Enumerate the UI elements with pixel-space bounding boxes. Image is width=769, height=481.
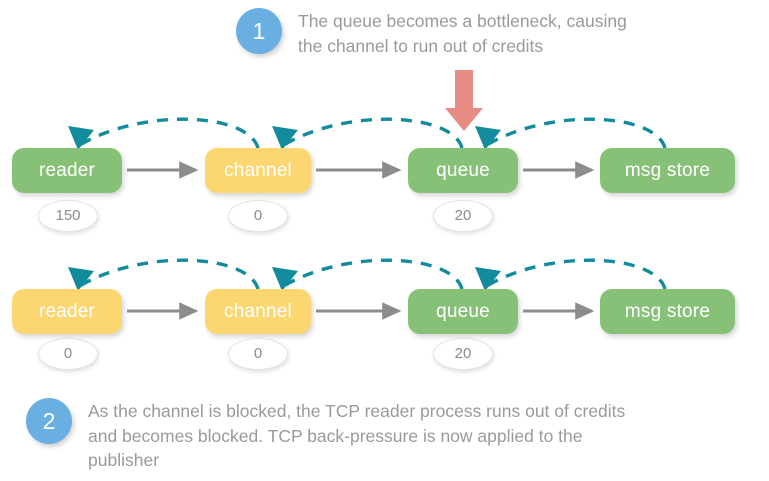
- credit-row1-reader: 150: [38, 200, 98, 232]
- step-2-badge: 2: [26, 398, 72, 444]
- node-row2-reader[interactable]: reader: [12, 289, 122, 334]
- row1-credit-arcs: [77, 117, 667, 149]
- node-row2-queue[interactable]: queue: [408, 289, 518, 334]
- node-row1-msg-store[interactable]: msg store: [600, 148, 735, 193]
- node-row1-reader[interactable]: reader: [12, 148, 122, 193]
- node-row1-queue[interactable]: queue: [408, 148, 518, 193]
- credit-row1-queue: 20: [433, 200, 493, 232]
- credit-row2-reader: 0: [38, 338, 98, 370]
- step-1-text: The queue becomes a bottleneck, causing …: [298, 11, 627, 56]
- node-row1-channel[interactable]: channel: [205, 148, 311, 193]
- step-2: 2 As the channel is blocked, the TCP rea…: [26, 398, 625, 473]
- credit-row2-channel: 0: [228, 338, 288, 370]
- credit-row1-channel: 0: [228, 200, 288, 232]
- row2-credit-arcs: [77, 258, 667, 290]
- credit-row2-queue: 20: [433, 338, 493, 370]
- step-2-text: As the channel is blocked, the TCP reade…: [88, 401, 626, 470]
- row2-credit-arrowheads: [68, 267, 501, 291]
- node-row2-channel[interactable]: channel: [205, 289, 311, 334]
- bottleneck-red-arrow: [445, 70, 483, 131]
- row1-credit-arrowheads: [68, 126, 501, 150]
- step-1-badge: 1: [236, 8, 282, 54]
- node-row2-msg-store[interactable]: msg store: [600, 289, 735, 334]
- step-1: 1 The queue becomes a bottleneck, causin…: [236, 8, 627, 58]
